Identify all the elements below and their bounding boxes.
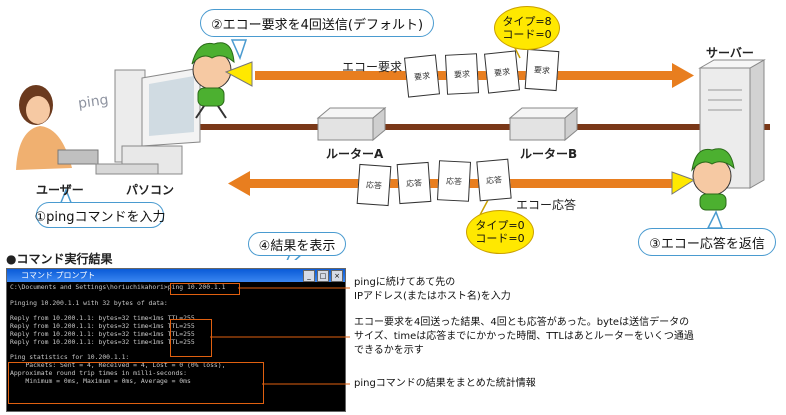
terminal-line: Packets: Sent = 4, Received = 4, Lost = … [10,360,226,369]
network-diagram [16,39,770,260]
step3-text: ③エコー応答を返信 [649,236,765,252]
maximize-button[interactable]: □ [317,270,329,282]
step4-bubble: ④結果を表示 [248,232,346,256]
network-link [125,124,770,130]
step2-pointer [230,39,248,61]
terminal-line: Minimum = 0ms, Maximum = 0ms, Average = … [10,376,191,385]
reply-lines-highlight [170,319,212,357]
terminal-output: C:\Documents and Settings\horiuchikahori… [7,282,345,387]
terminal-line: Reply from 10.200.1.1: bytes=32 time<1ms… [10,321,195,330]
close-button[interactable]: × [331,270,343,282]
note-command: pingに続けてあて先の IPアドレス(またはホスト名)を入力 [354,277,511,302]
sender-character [191,42,253,119]
responder-character [671,148,735,211]
note-statistics: pingコマンドの結果をまとめた統計情報 [354,378,536,389]
terminal-line: Ping statistics for 10.200.1.1: [10,353,130,362]
terminal-line: C:\Documents and Settings\horiuchikahori… [10,283,226,291]
server-label: サーバー [706,46,754,60]
router-a-label: ルーターA [326,147,384,161]
terminal-line: Reply from 10.200.1.1: bytes=32 time<1ms… [10,329,195,338]
echo-request-label: エコー要求 [342,60,403,74]
terminal-title: コマンド プロンプト [21,271,96,280]
step2-bubble: ②エコー要求を4回送信(デフォルト) [200,9,434,37]
type-code-request: タイプ=8 コード=0 [494,6,560,50]
type-value: タイプ=0 [475,219,525,232]
terminal-line: Approximate round trip times in milli-se… [10,368,187,377]
step2-text: ②エコー要求を4回送信(デフォルト) [210,17,424,33]
router-b-icon [508,106,579,142]
user-figure [16,85,99,170]
code-value: コード=0 [475,232,525,245]
statistics-highlight [8,362,264,404]
code-value: コード=0 [502,28,552,41]
router-a-icon [316,106,387,142]
step3-bubble: ③エコー応答を返信 [638,228,776,256]
type-value: タイプ=8 [502,15,552,28]
router-b-label: ルーターB [520,147,578,161]
terminal-heading: ●コマンド実行結果 [6,252,113,266]
request-arrow-head [672,63,694,88]
step4-text: ④結果を表示 [258,238,336,254]
step1-text: ①pingコマンドを入力 [34,209,166,225]
pc-icon [95,67,201,175]
ping-command-highlight [170,283,240,295]
note-reply: エコー要求を4回送った結果、4回とも応答があった。byteは送信データの サイズ… [354,317,694,356]
terminal-line: Reply from 10.200.1.1: bytes=32 time<1ms… [10,314,195,323]
terminal-title-bar: コマンド プロンプト _ □ × [7,269,345,282]
terminal-line: Reply from 10.200.1.1: bytes=32 time<1ms… [10,337,195,346]
minimize-button[interactable]: _ [303,270,315,282]
step1-bubble: ①pingコマンドを入力 [34,202,166,228]
command-prompt-window: コマンド プロンプト _ □ × C:\Documents and Settin… [6,268,346,412]
type-code-reply: タイプ=0 コード=0 [466,210,534,254]
reply-arrow-head [228,171,250,196]
user-label: ユーザー [36,183,84,197]
pc-label: パソコン [126,183,175,197]
echo-reply-label: エコー応答 [516,198,577,212]
terminal-line: Pinging 10.200.1.1 with 32 bytes of data… [10,298,168,307]
